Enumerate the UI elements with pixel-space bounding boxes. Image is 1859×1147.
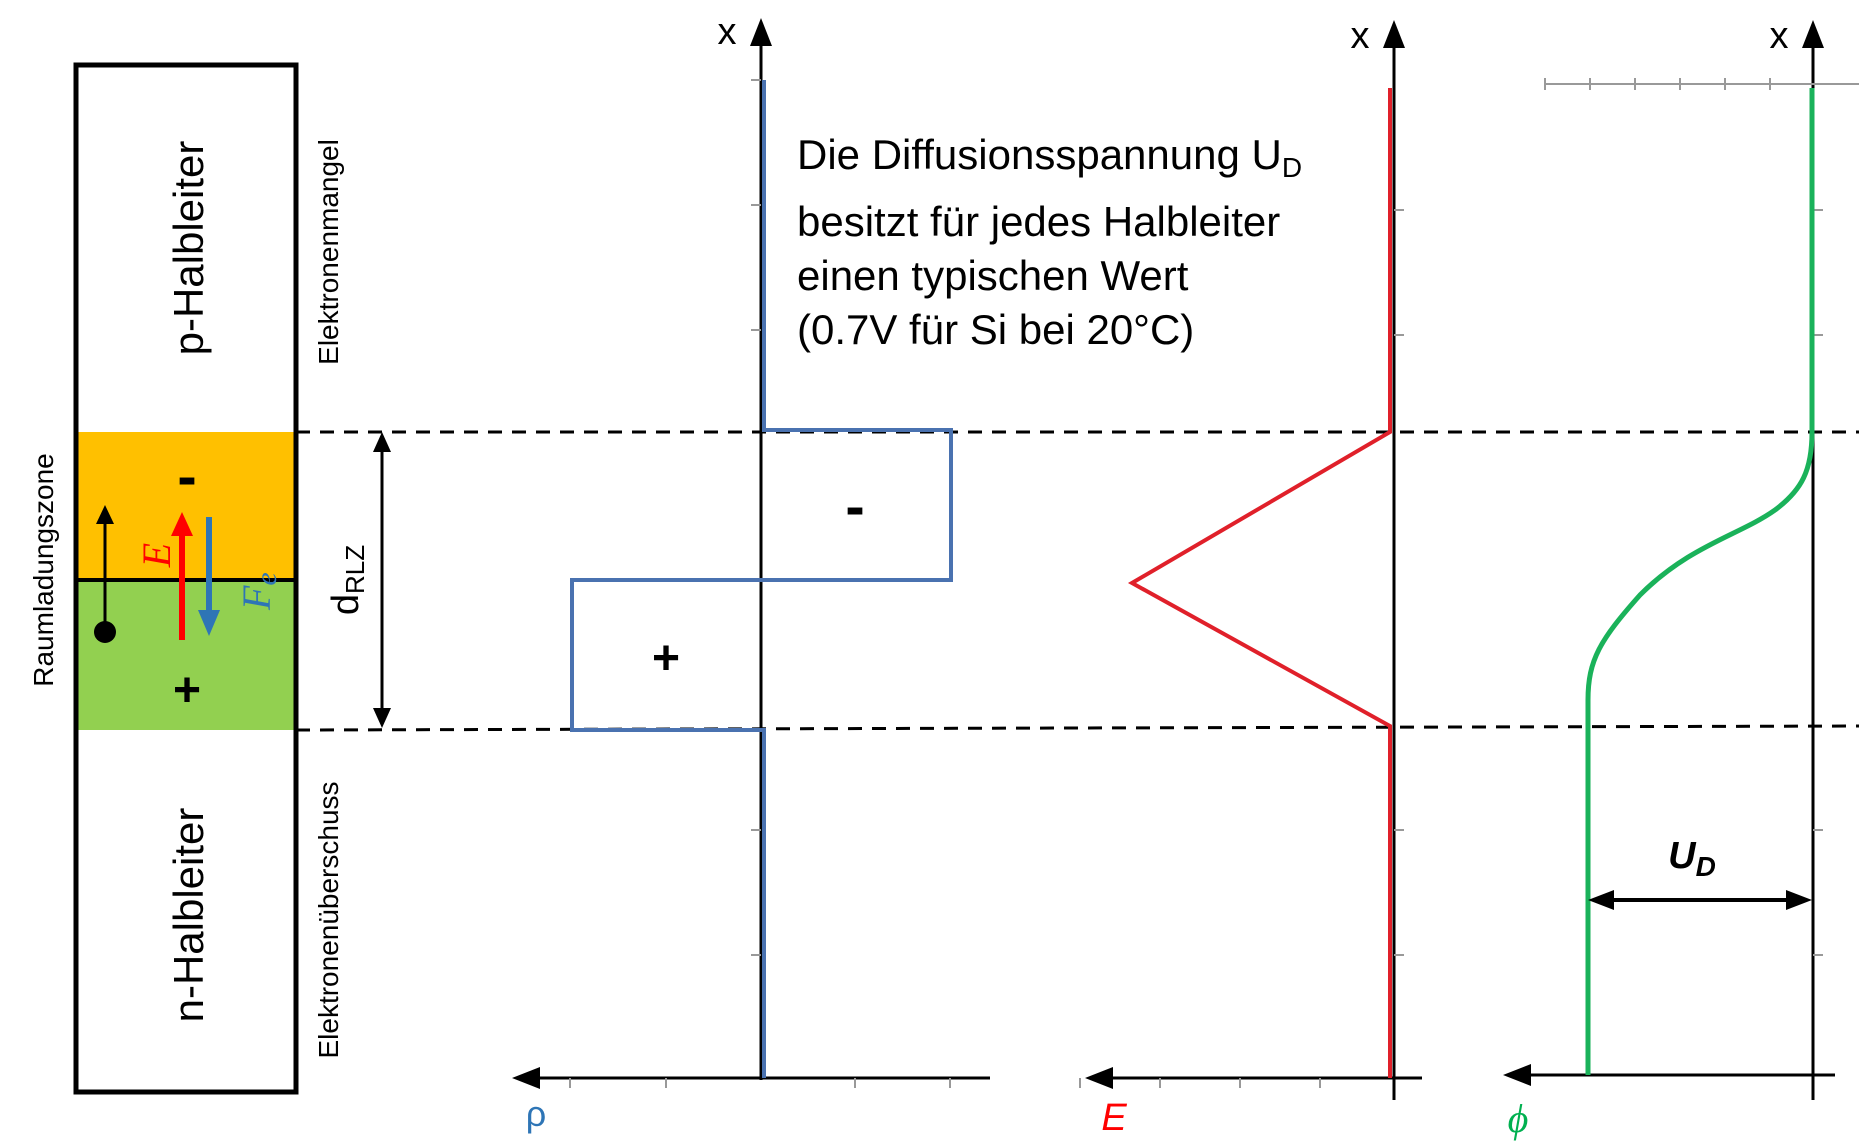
rho-minus-sign: - [845,474,864,539]
potential-plot: x UD ϕ [1503,15,1859,1141]
phi-variable-label: ϕ [1508,1096,1529,1141]
field-symbol: E [134,543,179,568]
force-symbol: Fe [234,572,283,611]
p-semiconductor-label: p-Halbleiter [165,141,212,356]
p-zone-fill [76,432,296,580]
ud-label: UD [1668,835,1716,882]
efield-ticks [1079,209,1404,1088]
electron-dot [94,621,116,643]
note-line-3: einen typischen Wert [797,252,1189,299]
efield-x-axis-label: x [1351,15,1370,57]
electron-excess-label: Elektronenüberschuss [313,781,344,1058]
electron-arrow-head [96,505,114,524]
rho-x-axis-label: x [718,11,737,53]
note-line-2: besitzt für jedes Halbleiter [797,198,1281,245]
depletion-width-label: dRLZ [325,545,370,615]
rho-plus-sign: + [652,632,680,685]
n-semiconductor-label: n-Halbleiter [165,808,212,1023]
charge-density-plot: x - + ρ [512,11,990,1134]
electron-deficit-label: Elektronenmangel [313,139,344,365]
note-line-4: (0.7V für Si bei 20°C) [797,306,1195,353]
force-arrow-head [198,610,220,636]
phi-x-axis-label: x [1770,15,1789,57]
layer-stack: p-Halbleiter n-Halbleiter Raumladungszon… [28,62,344,1095]
diffusion-voltage-note: Die Diffusionsspannung UD besitzt für je… [797,128,1397,357]
note-line-1: Die Diffusionsspannung UD [797,131,1303,183]
field-arrow-head [171,512,193,536]
electric-field-plot: x E [1079,15,1422,1139]
boundary-bottom-dashed [295,724,1859,732]
n-zone-fill [76,580,296,730]
rho-variable-label: ρ [526,1093,546,1134]
depletion-width-dimension: dRLZ [325,432,391,728]
phi-curve [1585,88,1815,1075]
n-zone-plus-sign: + [173,664,201,717]
depletion-zone-label: Raumladungszone [28,453,59,687]
phi-top-ticks [1544,78,1823,956]
p-zone-minus-sign: - [177,444,196,509]
efield-variable-label: E [1101,1097,1127,1139]
rho-ticks [569,79,951,1088]
rho-curve [570,80,953,1078]
efield-curve [1127,88,1392,1078]
